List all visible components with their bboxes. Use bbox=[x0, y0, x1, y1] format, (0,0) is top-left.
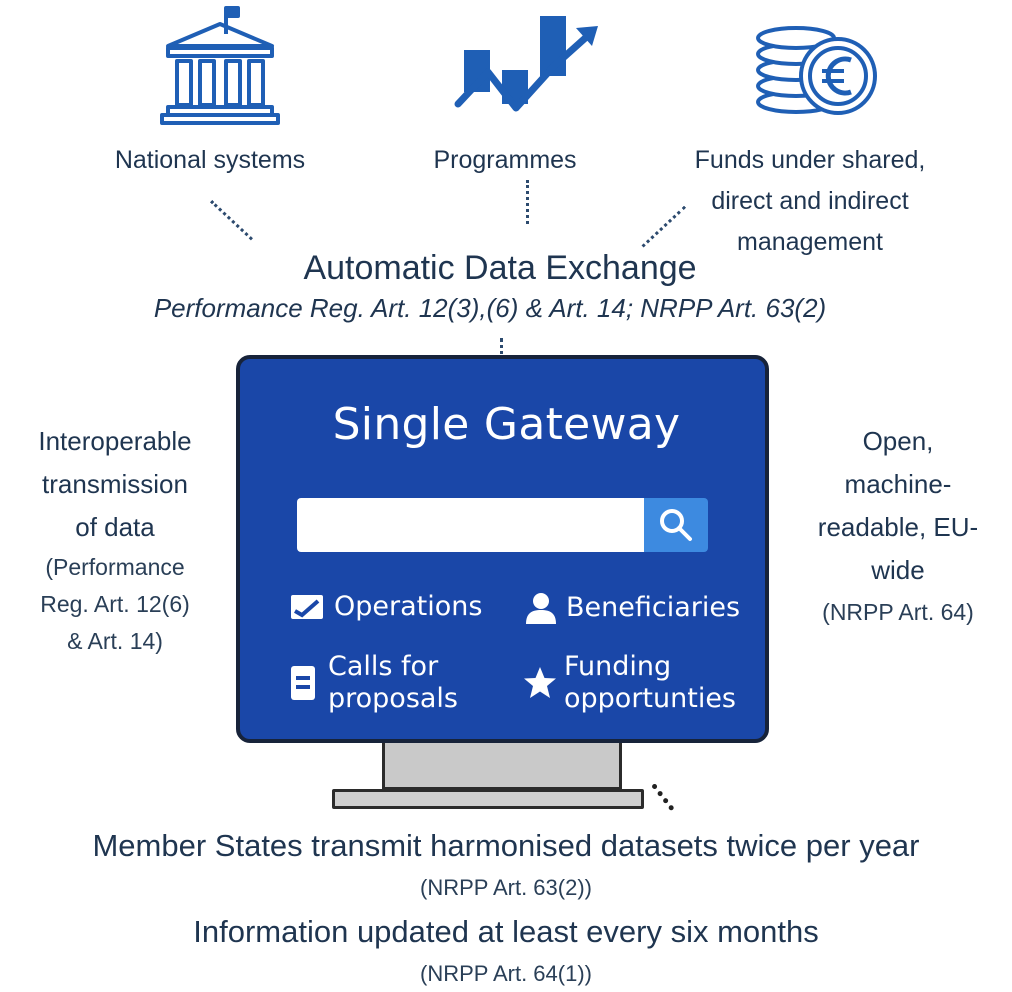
left-ref-line: & Art. 14) bbox=[67, 628, 163, 654]
right-line: readable, EU- bbox=[817, 512, 979, 542]
transmit-statement: Member States transmit harmonised datase… bbox=[92, 828, 920, 863]
calls-label-line: Calls for bbox=[328, 651, 439, 682]
calls-for-proposals-link[interactable]: Calls for proposals bbox=[290, 651, 458, 715]
monitor-base bbox=[332, 789, 644, 809]
left-line: Interoperable bbox=[38, 426, 192, 456]
euro-coins-icon bbox=[752, 20, 882, 116]
funds-label-line: management bbox=[737, 228, 883, 256]
right-line: wide bbox=[871, 555, 925, 585]
star-icon bbox=[522, 665, 558, 701]
exchange-title: Automatic Data Exchange bbox=[303, 249, 697, 287]
connector-national bbox=[209, 200, 253, 241]
search-input[interactable] bbox=[297, 498, 644, 552]
check-icon bbox=[290, 593, 324, 621]
funding-label-line: opportunties bbox=[564, 683, 736, 714]
connector-programmes bbox=[526, 180, 529, 224]
government-building-icon bbox=[160, 4, 280, 126]
funding-opportunities-link[interactable]: Funding opportunties bbox=[522, 651, 736, 715]
left-line: transmission bbox=[42, 469, 188, 499]
operations-label: Operations bbox=[334, 591, 483, 622]
growth-chart-icon bbox=[452, 14, 602, 118]
funds-label-line: Funds under shared, bbox=[694, 146, 926, 174]
single-gateway-screen: Single Gateway Operations Beneficiaries bbox=[236, 355, 769, 743]
left-description: Interoperable transmission of data (Perf… bbox=[0, 420, 230, 660]
beneficiaries-link[interactable]: Beneficiaries bbox=[524, 591, 740, 625]
right-ref: (NRPP Art. 64) bbox=[822, 599, 974, 625]
document-icon bbox=[290, 665, 316, 701]
search-button[interactable] bbox=[644, 498, 708, 552]
calls-label-line: proposals bbox=[328, 683, 459, 714]
national-systems-label: National systems bbox=[114, 146, 306, 174]
funding-label-line: Funding bbox=[564, 651, 672, 682]
funds-label: Funds under shared, direct and indirect … bbox=[640, 140, 980, 263]
left-ref-line: Reg. Art. 12(6) bbox=[40, 591, 190, 617]
programmes-label: Programmes bbox=[433, 146, 577, 174]
left-line: of data bbox=[75, 512, 155, 542]
search-icon bbox=[660, 509, 692, 541]
left-ref-line: (Performance bbox=[45, 554, 185, 580]
funds-label-line: direct and indirect bbox=[711, 187, 909, 215]
person-icon bbox=[524, 591, 558, 625]
gateway-title: Single Gateway bbox=[332, 399, 681, 450]
exchange-subtitle: Performance Reg. Art. 12(3),(6) & Art. 1… bbox=[153, 293, 827, 323]
right-line: machine- bbox=[844, 469, 952, 499]
update-ref: (NRPP Art. 64(1)) bbox=[420, 961, 592, 986]
right-line: Open, bbox=[862, 426, 934, 456]
transmit-ref: (NRPP Art. 63(2)) bbox=[420, 875, 592, 900]
right-description: Open, machine- readable, EU- wide (NRPP … bbox=[784, 420, 1012, 632]
monitor-neck bbox=[382, 743, 622, 790]
update-statement: Information updated at least every six m… bbox=[193, 914, 819, 949]
operations-link[interactable]: Operations bbox=[290, 591, 482, 623]
beneficiaries-label: Beneficiaries bbox=[566, 592, 741, 623]
monitor-cable bbox=[651, 783, 675, 812]
